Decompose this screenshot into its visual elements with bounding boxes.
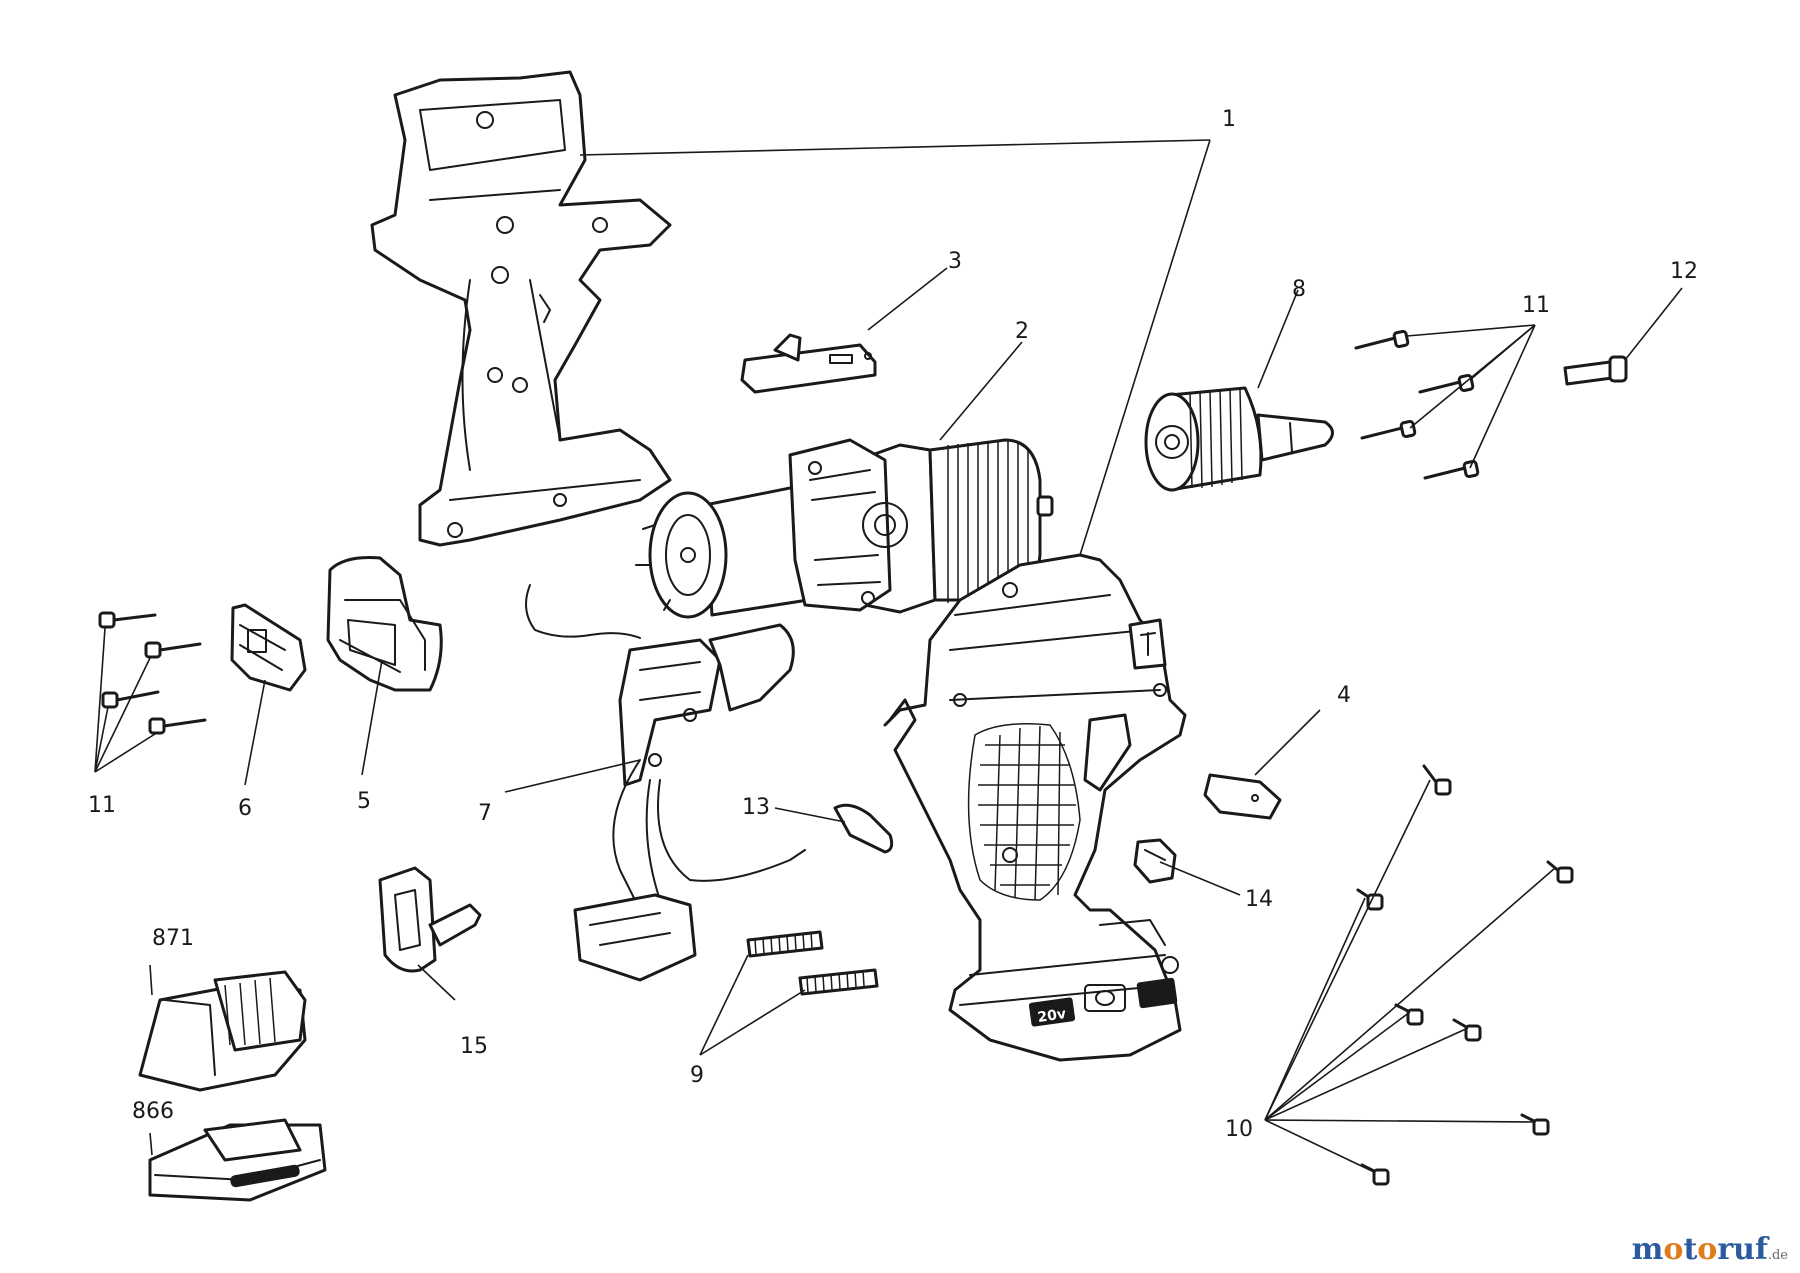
callout-871: 871 xyxy=(152,926,194,951)
callout-3: 3 xyxy=(948,249,962,274)
right-housing-half: 20v xyxy=(883,553,1187,1062)
watermark: motoruf.de xyxy=(1632,1232,1788,1267)
chuck-retaining-screw xyxy=(1563,355,1628,386)
motor-gearbox-assembly xyxy=(635,438,1054,619)
trigger-pad xyxy=(833,803,894,854)
voltage-badge: 20v xyxy=(1037,1006,1068,1026)
callout-13: 13 xyxy=(742,795,770,820)
callout-12: 12 xyxy=(1670,259,1698,284)
keyless-chuck xyxy=(1144,386,1334,492)
callout-4: 4 xyxy=(1337,683,1351,708)
callout-9: 9 xyxy=(690,1063,704,1088)
terminal-clip xyxy=(1133,838,1177,884)
callout-8: 8 xyxy=(1292,277,1306,302)
belt-hook xyxy=(378,866,482,973)
callout-866: 866 xyxy=(132,1099,174,1124)
callout-15: 15 xyxy=(460,1034,488,1059)
callout-6: 6 xyxy=(238,796,252,821)
led-lens-cover xyxy=(230,603,307,692)
left-housing-half xyxy=(370,70,672,547)
leader-lines xyxy=(94,139,1683,1173)
watermark-suffix: .de xyxy=(1767,1248,1788,1263)
callout-10: 10 xyxy=(1225,1117,1253,1142)
trigger-switch-assembly xyxy=(525,584,806,982)
callout-5: 5 xyxy=(357,789,371,814)
watermark-brand: motoruf xyxy=(1631,1232,1768,1267)
housing-screws-right xyxy=(1354,329,1480,480)
small-cover-plate xyxy=(1203,773,1282,820)
battery-charger xyxy=(138,970,307,1092)
callout-7: 7 xyxy=(478,801,492,826)
direction-switch-slider xyxy=(740,333,877,394)
callout-11-left: 11 xyxy=(88,793,116,818)
callout-11-right: 11 xyxy=(1522,293,1550,318)
springs xyxy=(746,930,879,996)
callout-1: 1 xyxy=(1222,107,1236,132)
callout-2: 2 xyxy=(1015,319,1029,344)
battery-pack xyxy=(148,1118,327,1202)
callout-numbers: 1 2 3 4 5 6 7 8 9 10 11 11 12 13 14 15 8… xyxy=(88,107,1698,1142)
callout-14: 14 xyxy=(1245,887,1273,912)
housing-screws-left xyxy=(98,611,207,735)
housing-end-cap xyxy=(326,556,443,692)
